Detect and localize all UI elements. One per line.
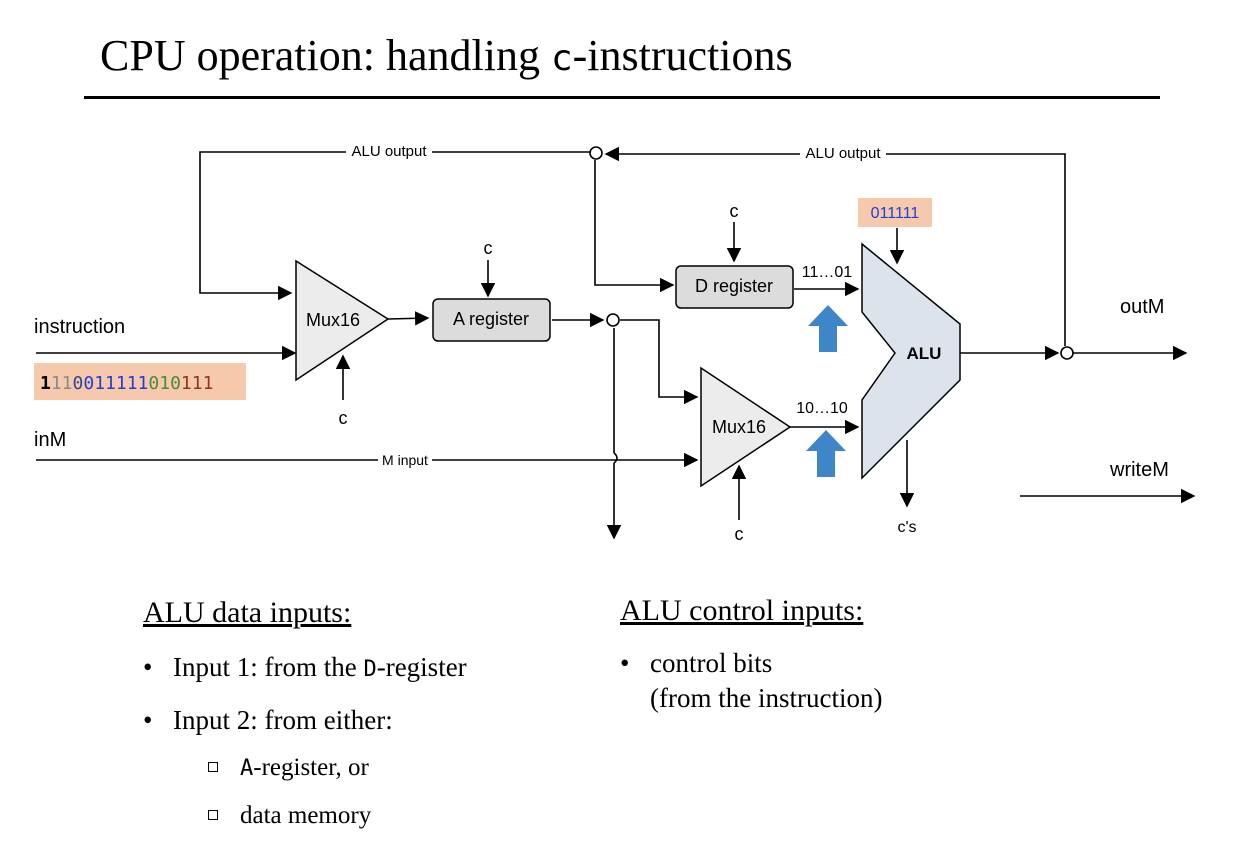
instruction-bit-segment-0: 1 (40, 373, 51, 394)
wire-hop (613, 452, 618, 464)
label-alu-output-left: ALU output (351, 143, 427, 160)
mux16-left (295, 259, 390, 382)
label-c-mux1: c (339, 408, 348, 428)
wire-alu-feedback-left (199, 151, 590, 301)
instruction-bit-segment-5: 111 (181, 373, 214, 394)
control-input-bullet-1-cont: (from the instruction) (650, 683, 882, 714)
mux16-left-label: Mux16 (306, 310, 360, 330)
control-input-bullet-1: •control bits (620, 648, 773, 678)
slide-title: CPU operation: handling c-instructions (100, 30, 793, 81)
junction-areg (606, 313, 620, 327)
sub1-suffix: -register, or (253, 754, 369, 781)
instruction-bit-segment-2: 0 (73, 373, 84, 394)
data-input-sub-2: data memory (208, 802, 371, 830)
data-input-sub-1: A-register, or (208, 754, 369, 782)
cpu-diagram: ALU output ALU output M input Mux16 Mux1… (34, 143, 1196, 600)
control-bullet-line1: control bits (650, 648, 773, 678)
data-input-bullet-2: •Input 2: from either: (143, 705, 393, 735)
label-outM: outM (1120, 296, 1164, 318)
control-inputs-heading: ALU control inputs: (620, 594, 864, 627)
label-c-areg: c (484, 238, 493, 258)
alu-label: ALU (907, 344, 942, 363)
wire-mux1-areg (387, 311, 430, 326)
alu-control-bits-highlight (858, 198, 932, 227)
alu-control-bits: 011111 (871, 205, 920, 222)
label-c-alu-out: c's (897, 519, 916, 536)
checkbox-square-icon (208, 762, 218, 773)
data-input-bullet-1: •Input 1: from the D-register (143, 652, 467, 682)
blue-up-arrow-bottom (806, 430, 846, 477)
label-c-mux2: c (735, 524, 744, 544)
sub2-text: data memory (240, 802, 372, 829)
wire-to-dreg (594, 160, 675, 293)
bullet1-suffix: -register (376, 652, 467, 682)
title-code: c (550, 38, 573, 79)
instruction-bits-highlight (34, 363, 246, 400)
wire-junction-mux2 (620, 319, 699, 405)
instruction-bit-segment-3: 011111 (83, 373, 148, 394)
label-alu-output-right: ALU output (805, 145, 881, 162)
a-register (432, 298, 551, 342)
mux16-right (700, 366, 792, 488)
junction-top (589, 146, 603, 160)
title-suffix: -instructions (572, 31, 793, 80)
control-bullet-line2: (from the instruction) (650, 683, 883, 713)
label-d-bits: 11…01 (802, 264, 853, 281)
d-register-label: D register (695, 276, 773, 296)
instruction-bits: 1110011111010111 (40, 373, 213, 394)
data-inputs-heading: ALU data inputs: (143, 596, 352, 629)
title-prefix: CPU operation: handling (100, 31, 551, 80)
label-c-dreg: c (730, 201, 739, 221)
label-a-bits: 10…10 (796, 400, 848, 417)
instruction-bit-segment-4: 010 (148, 373, 181, 394)
label-instruction: instruction (34, 316, 125, 338)
label-inM: inM (34, 429, 66, 451)
wire-alu-feedback-right (604, 146, 1066, 346)
label-m-input: M input (382, 452, 428, 468)
blue-up-arrow-top (808, 305, 848, 352)
alu (861, 242, 961, 480)
junction-outM (1060, 346, 1074, 360)
mux16-right-label: Mux16 (712, 417, 766, 437)
label-writeM: writeM (1109, 459, 1169, 481)
bullet1-prefix: Input 1: from the (173, 652, 364, 682)
checkbox-square-icon (208, 810, 218, 821)
bullet1-code: D (363, 657, 377, 682)
bullet2-text: Input 2: from either: (173, 705, 393, 735)
a-register-label: A register (453, 309, 529, 329)
d-register (675, 265, 794, 309)
title-rule (84, 96, 1160, 99)
sub1-code: A (240, 756, 254, 781)
instruction-bit-segment-1: 11 (51, 373, 73, 394)
